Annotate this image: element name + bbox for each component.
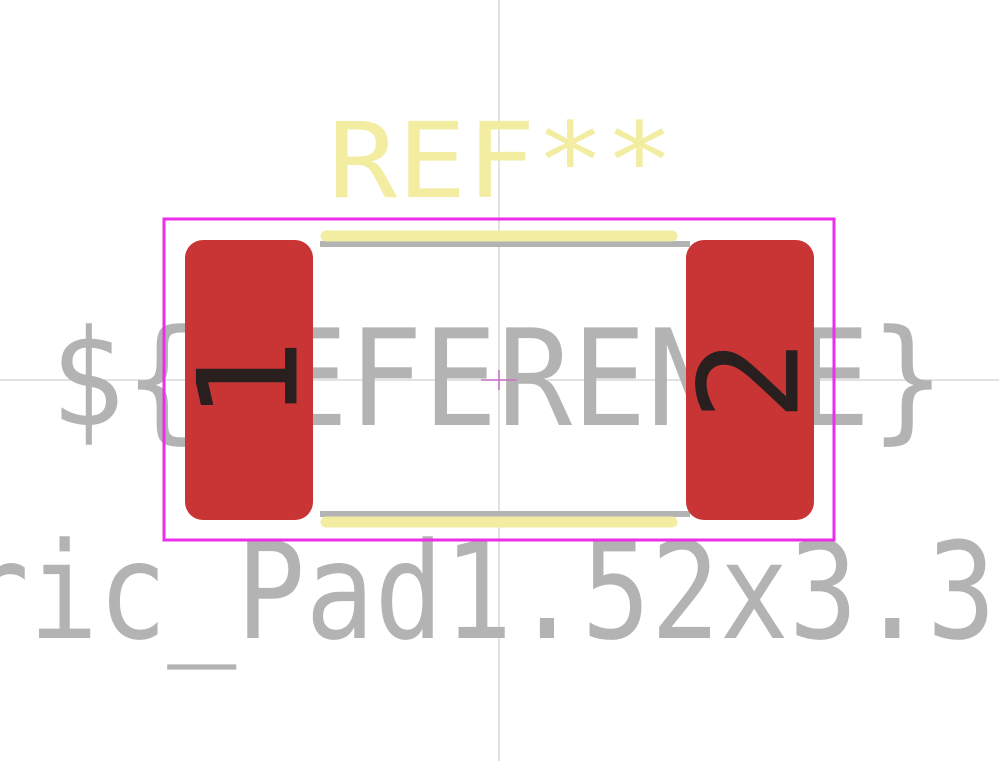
pad-2[interactable]: 2 [670, 240, 831, 520]
pad-2-number: 2 [670, 338, 831, 421]
courtyard-outline[interactable] [162, 217, 836, 542]
pad-1[interactable]: 1 [169, 240, 330, 520]
origin-marker-icon [481, 370, 517, 390]
footprint-value-text[interactable]: ric_Pad1.52x3.35 [0, 514, 999, 670]
pad-1-shape[interactable] [185, 240, 313, 520]
reference-designator-text[interactable]: REF** [328, 100, 674, 222]
pad-1-number: 1 [169, 338, 330, 421]
pad-2-shape[interactable] [686, 240, 814, 520]
